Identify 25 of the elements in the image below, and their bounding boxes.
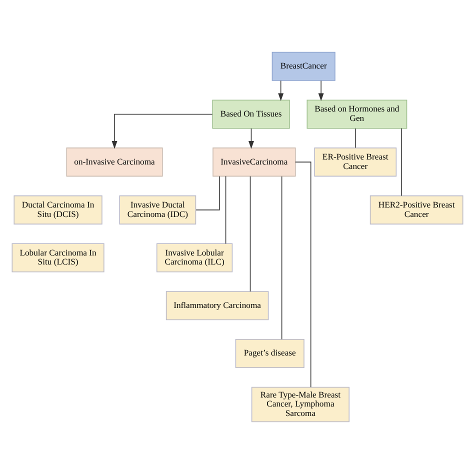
node-box: Rare Type-Male Breast Cancer, Lymphoma Sarcoma [250, 386, 349, 422]
connector [294, 162, 311, 388]
arrow [278, 80, 284, 102]
connector [280, 176, 282, 340]
node-box: ER-Positive Breast Cancer [314, 148, 396, 177]
arrow [248, 128, 254, 149]
connector [400, 128, 402, 196]
node-box: Ductal Carcinoma In Situ (DCIS) [13, 195, 102, 224]
node-box: Lobular Carcinoma In Situ (LCIS) [11, 243, 104, 272]
node-box: InvasiveCarcinoma [212, 148, 296, 177]
connector [224, 176, 226, 244]
connector [354, 128, 356, 148]
node-box: Invasive Ductal Carcinoma (IDC) [118, 195, 196, 224]
node-box: BreastCancer [271, 52, 335, 81]
arrow [318, 80, 324, 102]
node-box: HER2-Positive Breast Cancer [369, 195, 463, 224]
node-box: Based On Tissues [212, 100, 290, 129]
node-box: Inflammatory Carcinoma [165, 291, 268, 320]
node-box: Based on Hormones and Gen [306, 100, 407, 129]
arrow [111, 114, 212, 149]
node-box: Paget’s disease [234, 339, 304, 368]
connector [195, 176, 220, 210]
node-box: Invasive Lobular Carcinoma (ILC) [156, 243, 232, 272]
node-box: on-Invasive Carcinoma [66, 148, 162, 177]
connector [249, 176, 250, 292]
